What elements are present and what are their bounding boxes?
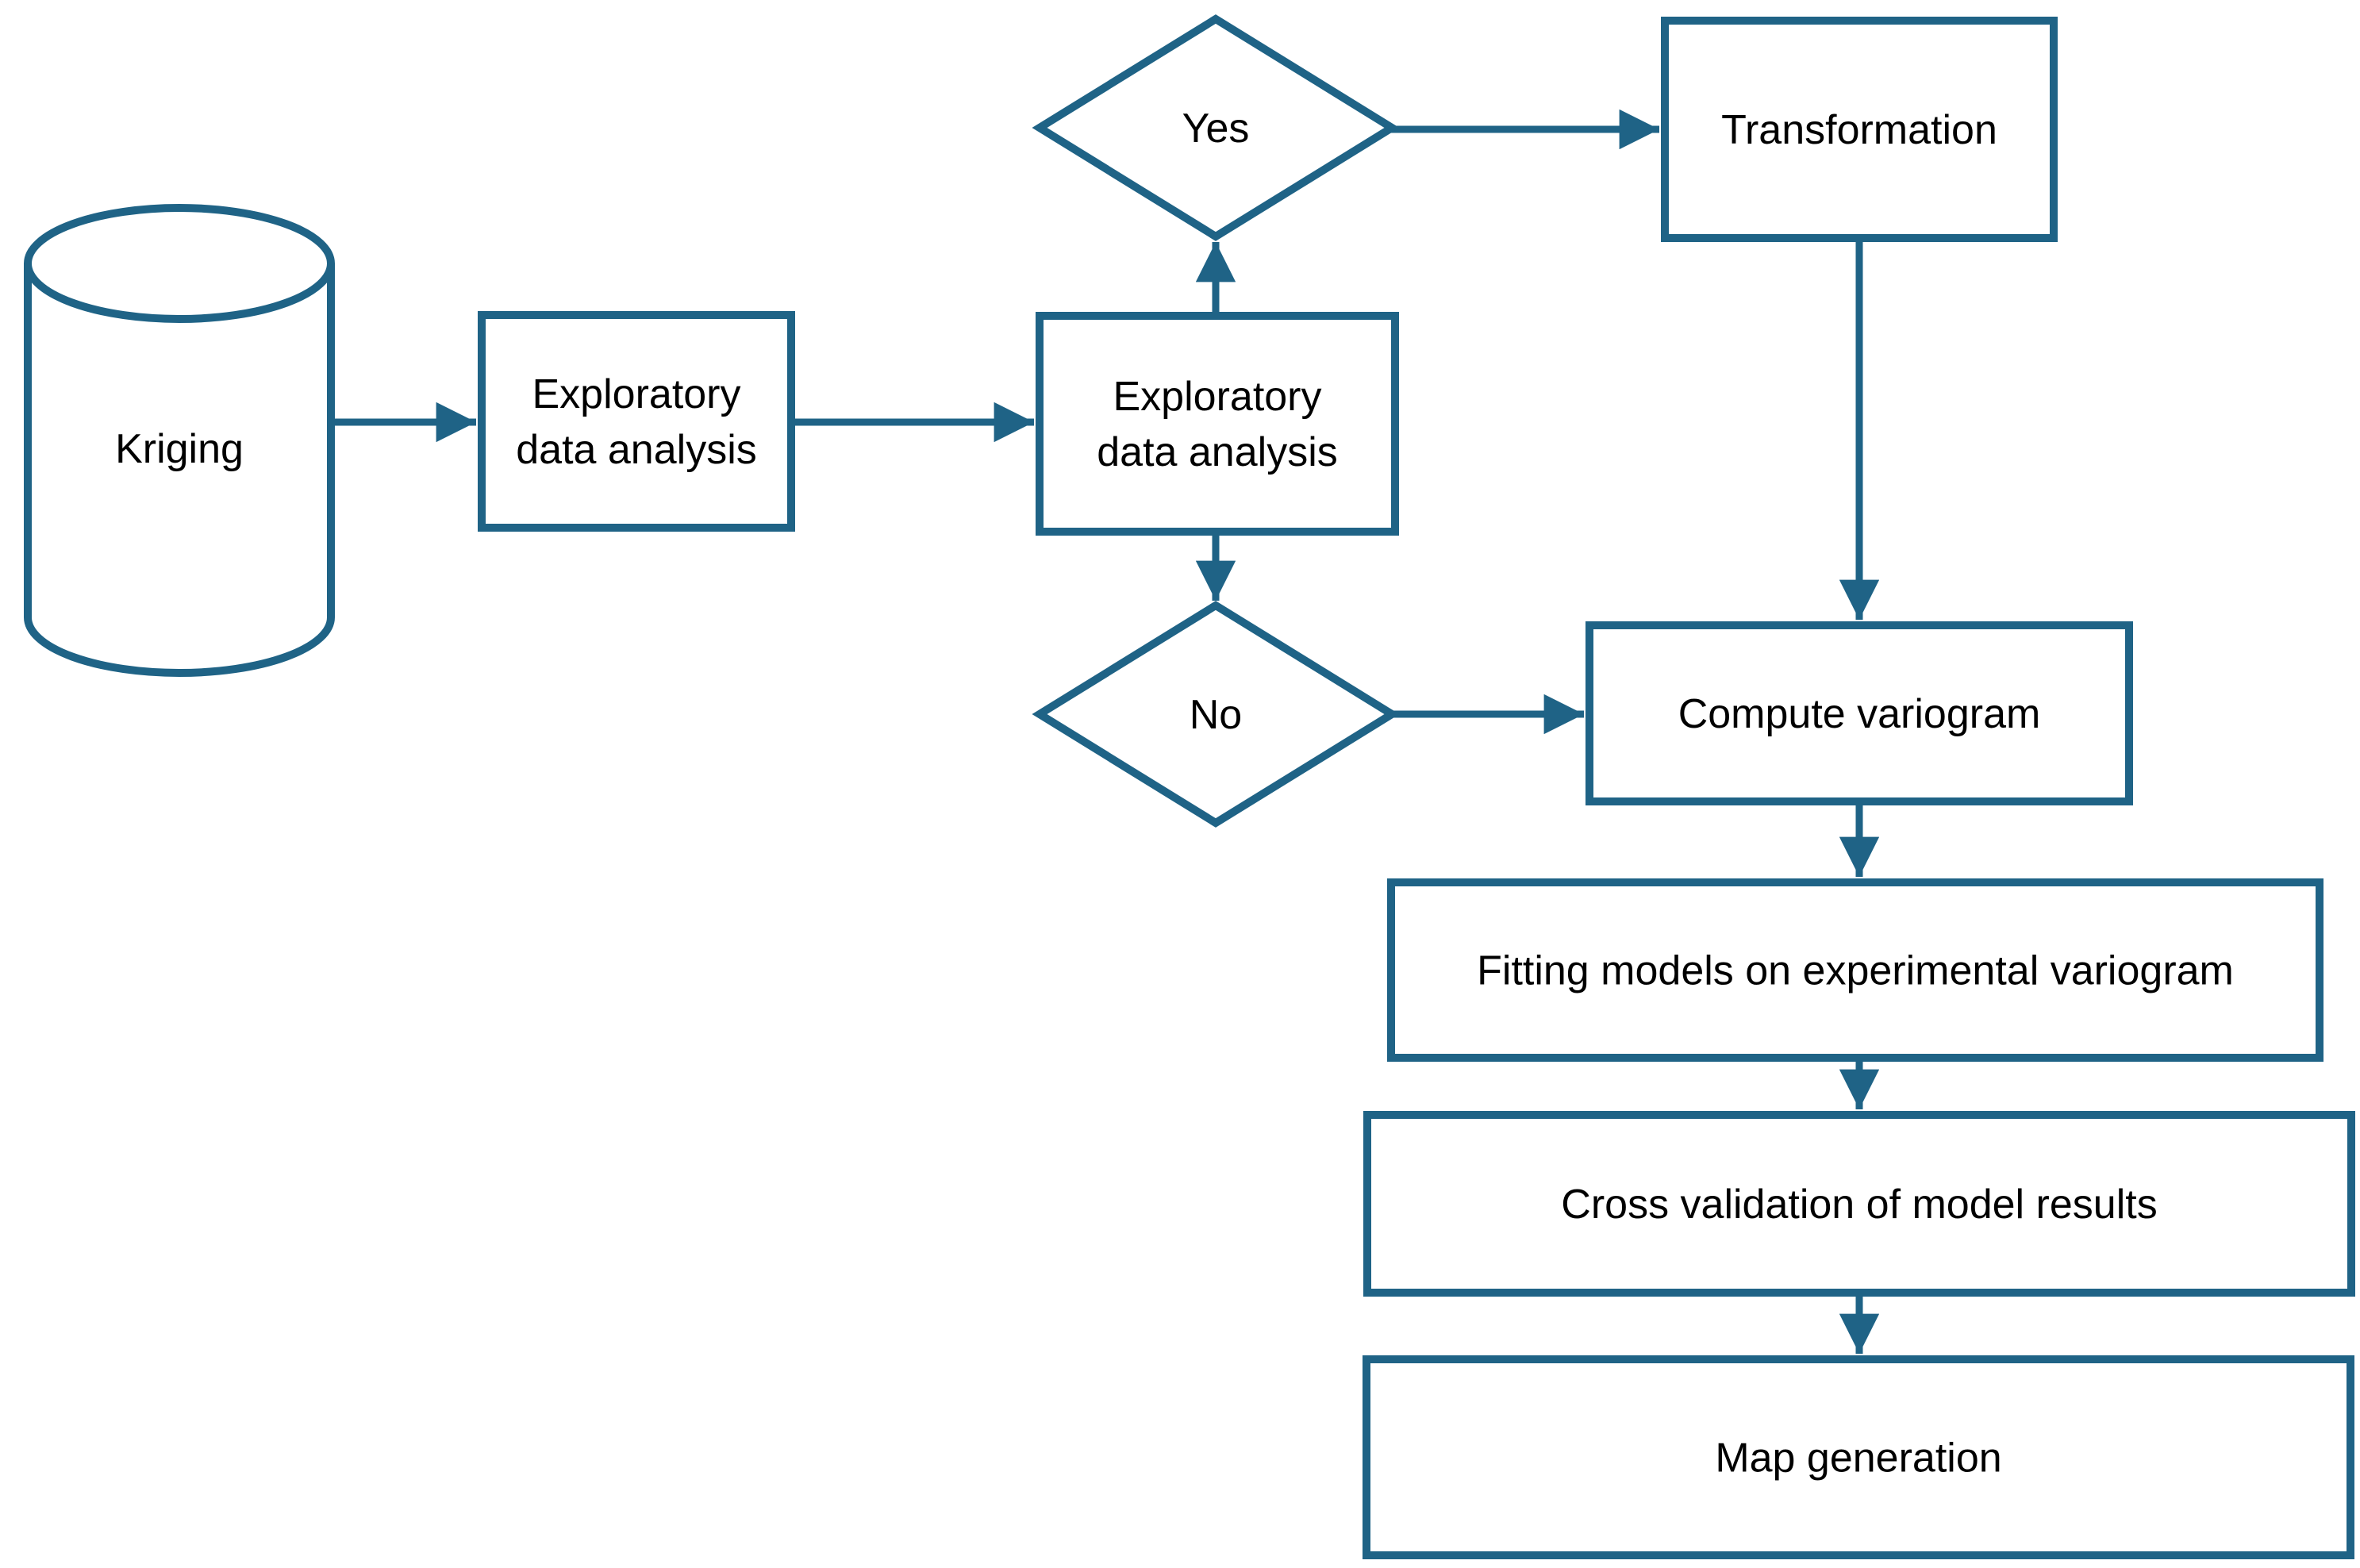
flow-node-map-generation: Map generation bbox=[1363, 1355, 2354, 1559]
flow-node-label: Compute variogram bbox=[1678, 691, 2041, 737]
database-cylinder-body bbox=[24, 263, 335, 677]
process-box-shape bbox=[1661, 17, 2058, 242]
decision-diamond-shape bbox=[1032, 601, 1400, 828]
edge-layer bbox=[331, 109, 1880, 1354]
process-box-shape bbox=[1387, 878, 2323, 1062]
flow-node-label-line: Cross validation of model results bbox=[1561, 1182, 2157, 1228]
flow-node-label-line: Compute variogram bbox=[1678, 691, 2041, 737]
flow-node-eda-2: Exploratory data analysis bbox=[1036, 312, 1399, 536]
flow-node-label: Exploratory data analysis bbox=[516, 371, 757, 473]
flow-node-yes-decision: Yes bbox=[1032, 14, 1400, 241]
flow-node-compute-variogram: Compute variogram bbox=[1586, 621, 2133, 805]
flow-node-kriging: Kriging bbox=[24, 204, 335, 677]
database-cylinder-top bbox=[24, 204, 335, 323]
flow-node-label: Transformation bbox=[1721, 107, 1997, 153]
flow-node-cross-validation: Cross validation of model results bbox=[1363, 1111, 2355, 1297]
flow-node-label: No bbox=[1190, 692, 1242, 738]
flow-node-eda-1: Exploratory data analysis bbox=[478, 311, 795, 532]
flow-node-label-line: data analysis bbox=[1097, 429, 1338, 475]
process-box-shape bbox=[1363, 1111, 2355, 1297]
flow-node-fitting-models: Fitting models on experimental variogram bbox=[1387, 878, 2323, 1062]
process-box-shape bbox=[1363, 1355, 2354, 1559]
flow-node-label: Yes bbox=[1182, 106, 1250, 152]
process-box-shape bbox=[478, 311, 795, 532]
process-box-shape bbox=[1586, 621, 2133, 805]
flow-node-label: Exploratory data analysis bbox=[1097, 374, 1338, 475]
process-box-shape bbox=[1036, 312, 1399, 536]
flow-node-label: Kriging bbox=[115, 426, 244, 472]
flow-node-label: Fitting models on experimental variogram bbox=[1477, 948, 2234, 994]
flow-node-label-line: Yes bbox=[1182, 106, 1250, 152]
flow-node-label: Map generation bbox=[1715, 1435, 2001, 1482]
flow-node-label-line: Kriging bbox=[115, 426, 244, 472]
flow-node-no-decision: No bbox=[1032, 601, 1400, 828]
decision-diamond-shape bbox=[1032, 14, 1400, 241]
flow-node-label-line: No bbox=[1190, 692, 1242, 738]
flow-node-transformation: Transformation bbox=[1661, 17, 2058, 242]
flow-node-label-line: Exploratory bbox=[1113, 374, 1322, 420]
flow-node-label-line: Exploratory bbox=[532, 371, 741, 417]
flow-node-label-line: Fitting models on experimental variogram bbox=[1477, 948, 2234, 994]
flow-node-label: Cross validation of model results bbox=[1561, 1182, 2157, 1228]
flow-node-label-line: data analysis bbox=[516, 427, 757, 473]
flow-node-label-line: Map generation bbox=[1715, 1435, 2001, 1482]
flow-node-label-line: Transformation bbox=[1721, 107, 1997, 153]
